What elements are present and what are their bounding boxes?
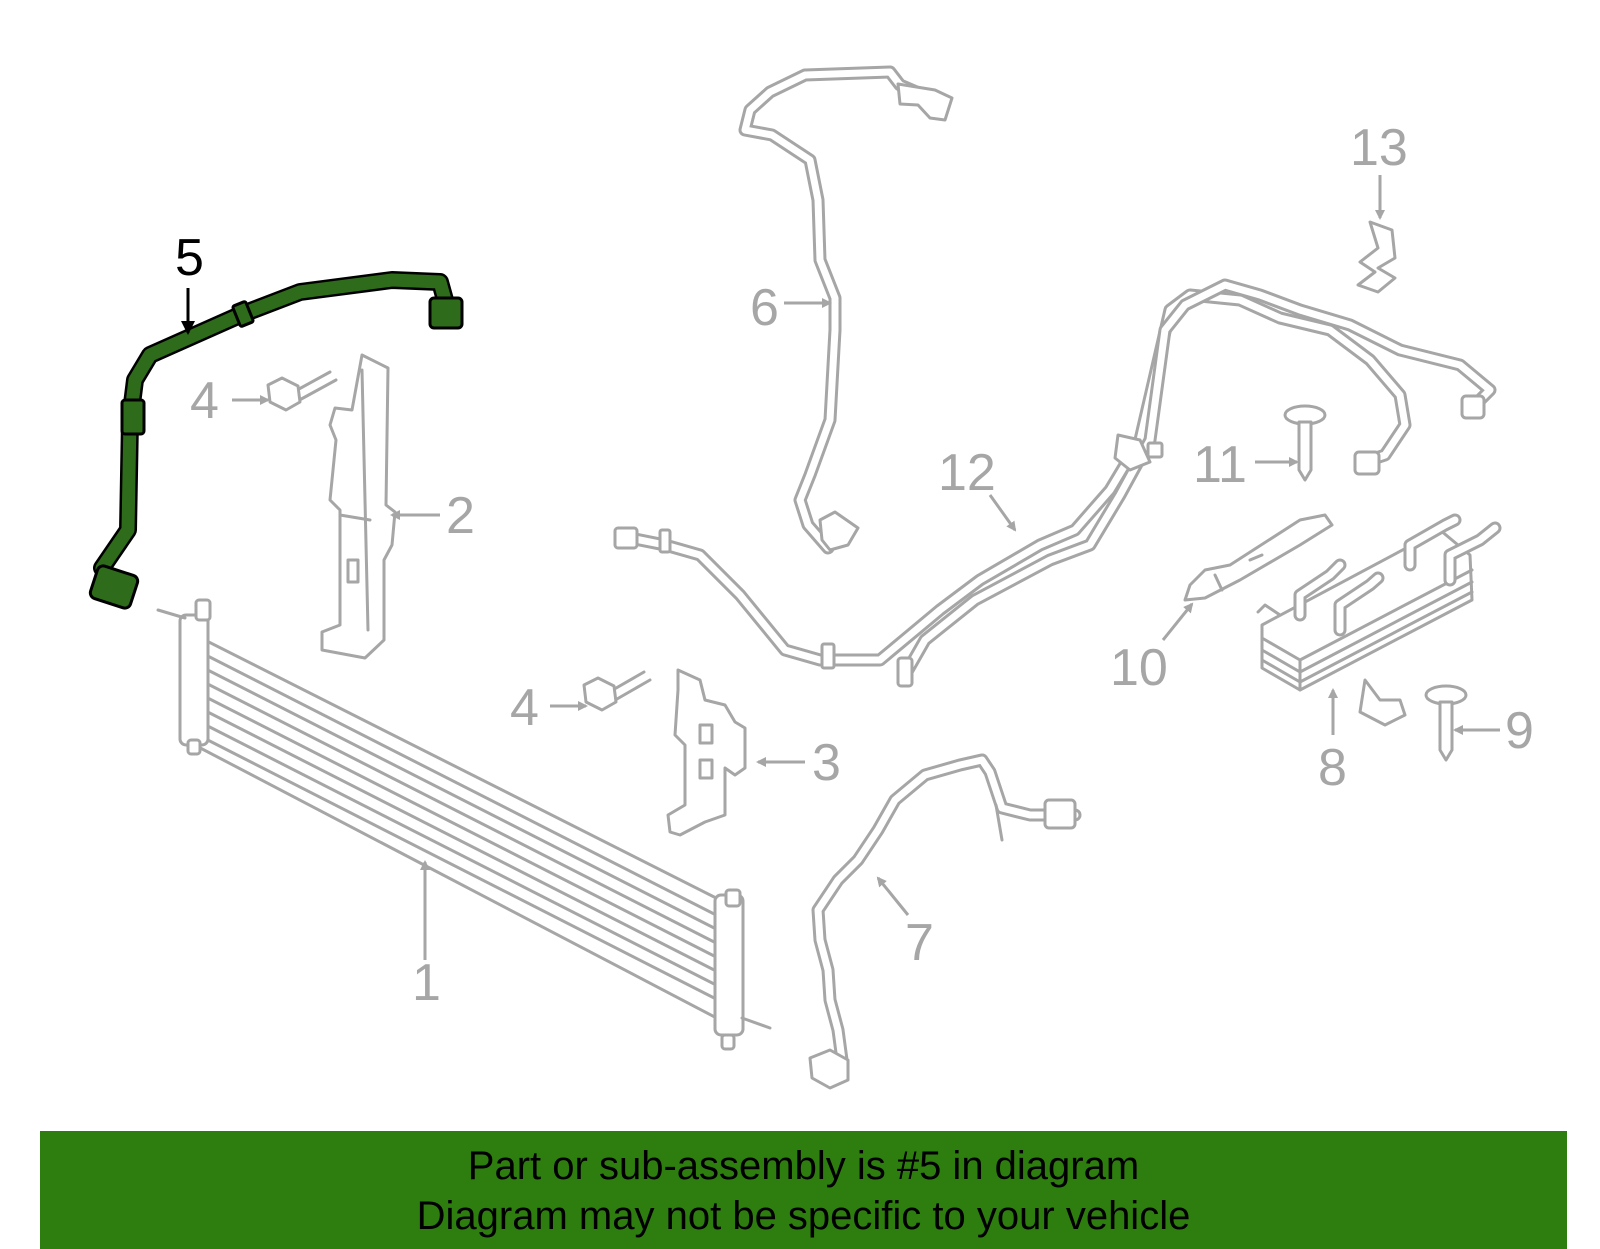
callout-2: 2 [446,487,475,545]
part-9-pin[interactable] [1424,684,1468,762]
part-1-cooler[interactable] [156,598,772,1051]
callout-5: 5 [175,229,204,287]
parts-diagram: 1 2 3 4 4 5 6 7 8 9 10 11 12 13 [88,65,1534,1090]
callout-3: 3 [812,734,841,792]
callout-4-upper: 4 [190,372,219,430]
part-4-bolt-upper[interactable] [266,370,338,412]
callout-4-lower: 4 [510,679,539,737]
banner-line-disclaimer: Diagram may not be specific to your vehi… [416,1194,1191,1238]
callout-9: 9 [1505,702,1534,760]
info-banner: Part or sub-assembly is #5 in diagram Di… [40,1131,1567,1249]
part-10-bracket[interactable] [1183,513,1334,602]
part-13-clip[interactable] [1356,220,1397,294]
callout-13: 13 [1350,119,1408,177]
part-6-tube[interactable] [738,65,954,555]
part-4-bolt-lower[interactable] [582,670,652,712]
part-8-oil-cooler[interactable] [1256,513,1502,727]
callout-1: 1 [412,954,441,1012]
callout-10: 10 [1110,639,1168,697]
part-5-hose[interactable] [88,271,464,610]
callout-12: 12 [938,444,996,502]
callout-6: 6 [750,279,779,337]
callout-8: 8 [1318,739,1347,797]
callout-7: 7 [905,914,934,972]
part-11-pin[interactable] [1283,404,1327,482]
part-7-tube[interactable] [808,753,1082,1090]
banner-line-part: Part or sub-assembly is #5 in diagram [467,1144,1140,1188]
part-2-bracket[interactable] [320,353,397,660]
leader-lines [181,175,1500,960]
part-3-bracket[interactable] [666,668,747,837]
callout-labels: 1 2 3 4 4 5 6 7 8 9 10 11 12 13 [175,119,1534,1012]
part-12-tube-assembly[interactable] [613,278,1497,688]
callout-11: 11 [1193,436,1247,494]
